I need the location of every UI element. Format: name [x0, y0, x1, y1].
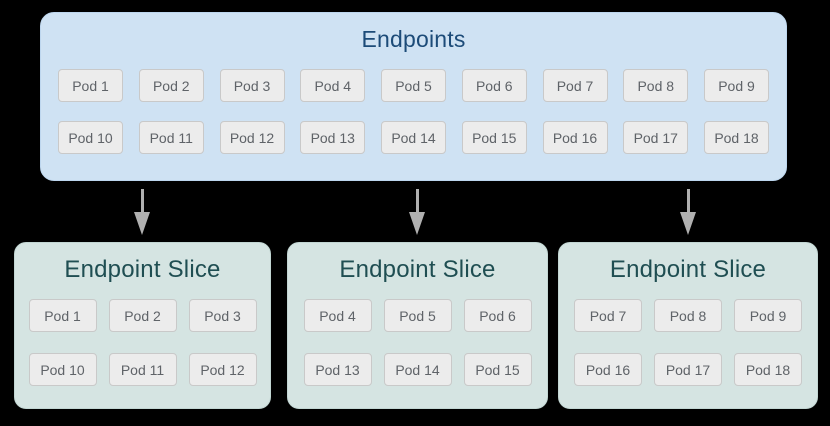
endpoints-box: Endpoints Pod 1 Pod 2 Pod 3 Pod 4 Pod 5 Pod 6… — [40, 12, 787, 181]
pod-chip: Pod 5 — [383, 299, 452, 332]
pod-chip: Pod 11 — [108, 353, 177, 386]
pod-chip: Pod 18 — [734, 353, 802, 386]
pod-chip: Pod 4 — [303, 299, 372, 332]
pod-chip: Pod 2 — [108, 299, 177, 332]
arrow-head — [409, 212, 425, 235]
pod-chip: Pod 8 — [654, 299, 722, 332]
pod-chip: Pod 5 — [381, 69, 446, 102]
pod-chip: Pod 2 — [138, 69, 204, 102]
endpoints-pod-row-2: Pod 10 Pod 11 Pod 12 Pod 13 Pod 14 Pod 15 Pod … — [58, 121, 769, 154]
arrow-down-icon — [134, 189, 150, 235]
pod-chip: Pod 3 — [188, 299, 257, 332]
slice-2-pod-row-2: Pod 13 Pod 14 Pod 15 — [288, 353, 547, 386]
arrow-down-icon — [680, 189, 696, 235]
slice-2-pod-row-1: Pod 4 Pod 5 Pod 6 — [288, 299, 547, 332]
arrow-shaft — [686, 189, 690, 213]
slice-3-pod-row-1: Pod 7 Pod 8 Pod 9 — [559, 299, 817, 332]
pod-chip: Pod 17 — [623, 121, 689, 154]
pod-chip: Pod 3 — [219, 69, 285, 102]
endpoint-slice-title: Endpoint Slice — [64, 256, 221, 283]
pod-chip: Pod 1 — [28, 299, 97, 332]
pod-chip: Pod 7 — [542, 69, 608, 102]
slice-3-pod-row-2: Pod 16 Pod 17 Pod 18 — [559, 353, 817, 386]
pod-chip: Pod 16 — [542, 121, 608, 154]
endpoint-slice-title: Endpoint Slice — [609, 256, 767, 283]
pod-chip: Pod 15 — [463, 353, 532, 386]
pod-chip: Pod 8 — [623, 69, 689, 102]
pod-chip: Pod 9 — [704, 69, 769, 102]
pod-chip: Pod 13 — [303, 353, 372, 386]
pod-chip: Pod 12 — [188, 353, 257, 386]
endpoints-title: Endpoints — [361, 26, 466, 52]
pod-chip: Pod 7 — [574, 299, 642, 332]
pod-chip: Pod 9 — [734, 299, 802, 332]
pod-chip: Pod 6 — [463, 299, 532, 332]
slice-1-pod-row-2: Pod 10 Pod 11 Pod 12 — [15, 353, 270, 386]
arrow-head — [680, 212, 696, 235]
pod-chip: Pod 15 — [461, 121, 527, 154]
arrow-head — [134, 212, 150, 235]
arrow-shaft — [140, 189, 144, 213]
pod-chip: Pod 17 — [654, 353, 722, 386]
pod-chip: Pod 16 — [574, 353, 642, 386]
pod-chip: Pod 13 — [300, 121, 366, 154]
arrow-down-icon — [409, 189, 425, 235]
pod-chip: Pod 4 — [300, 69, 366, 102]
pod-chip: Pod 1 — [58, 69, 123, 102]
pod-chip: Pod 11 — [138, 121, 204, 154]
pod-chip: Pod 18 — [704, 121, 769, 154]
pod-chip: Pod 14 — [381, 121, 446, 154]
pod-chip: Pod 10 — [58, 121, 123, 154]
endpoints-pod-row-1: Pod 1 Pod 2 Pod 3 Pod 4 Pod 5 Pod 6 Pod 7 Pod 8… — [58, 69, 769, 102]
arrow-shaft — [415, 189, 419, 213]
slice-1-pod-row-1: Pod 1 Pod 2 Pod 3 — [15, 299, 270, 332]
pod-chip: Pod 14 — [383, 353, 452, 386]
endpoint-slice-title: Endpoint Slice — [339, 256, 496, 283]
pod-chip: Pod 10 — [28, 353, 97, 386]
pod-chip: Pod 12 — [219, 121, 285, 154]
pod-chip: Pod 6 — [461, 69, 527, 102]
